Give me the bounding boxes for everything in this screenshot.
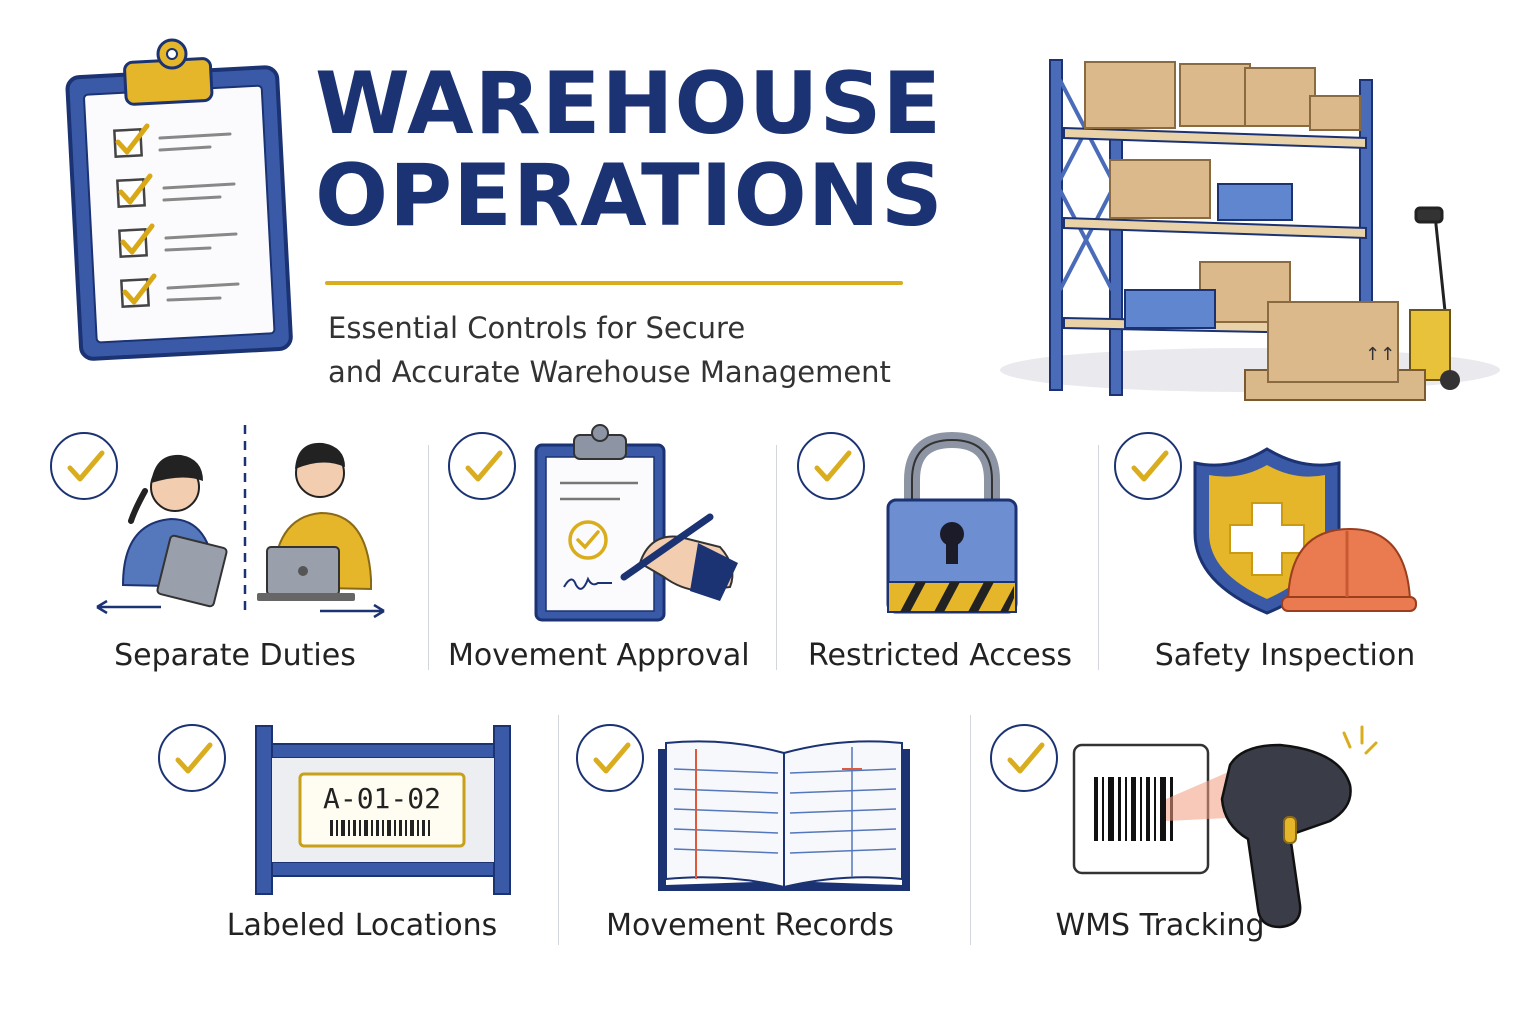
control-label-restricted-access: Restricted Access [807,638,1072,673]
divider [1098,445,1099,670]
check-badge-icon [576,724,644,792]
location-label-icon [255,725,511,895]
divider [428,445,429,670]
padlock-icon [886,431,1018,614]
control-label-wms-tracking: WMS Tracking [1055,908,1265,943]
check-badge-icon [797,432,865,500]
approval-clipboard-icon [534,424,738,622]
divider [970,715,971,945]
title-underline [325,281,903,285]
ledger-book-icon [658,740,910,891]
svg-text:↑↑: ↑↑ [1365,344,1395,365]
separate-duties-icon [96,425,385,619]
divider [776,445,777,670]
control-label-safety-inspection: Safety Inspection [1154,638,1416,673]
check-badge-icon [448,432,516,500]
shield-helmet-icon [1193,447,1417,615]
control-label-separate-duties: Separate Duties [114,638,356,673]
location-code: A-01-02 [322,782,441,815]
page-title-line1: WAREHOUSE [315,54,943,154]
page-subtitle-line2: and Accurate Warehouse Management [328,355,891,389]
page-title: WAREHOUSE OPERATIONS [315,54,944,246]
warehouse-shelving-icon: ↑↑ [1000,59,1500,401]
check-badge-icon [1114,432,1182,500]
control-label-movement-approval: Movement Approval [448,638,750,673]
check-badge-icon [990,724,1058,792]
control-label-movement-records: Movement Records [606,908,894,943]
checklist-clipboard-icon [65,38,293,361]
check-badge-icon [50,432,118,500]
divider [558,715,559,945]
check-badge-icon [158,724,226,792]
control-label-labeled-locations: Labeled Locations [226,908,498,943]
page-title-line2: OPERATIONS [315,146,944,246]
page-subtitle: Essential Controls for Secure and Accura… [328,306,928,394]
barcode-scanner-icon [1072,725,1378,929]
page-subtitle-line1: Essential Controls for Secure [328,311,746,345]
